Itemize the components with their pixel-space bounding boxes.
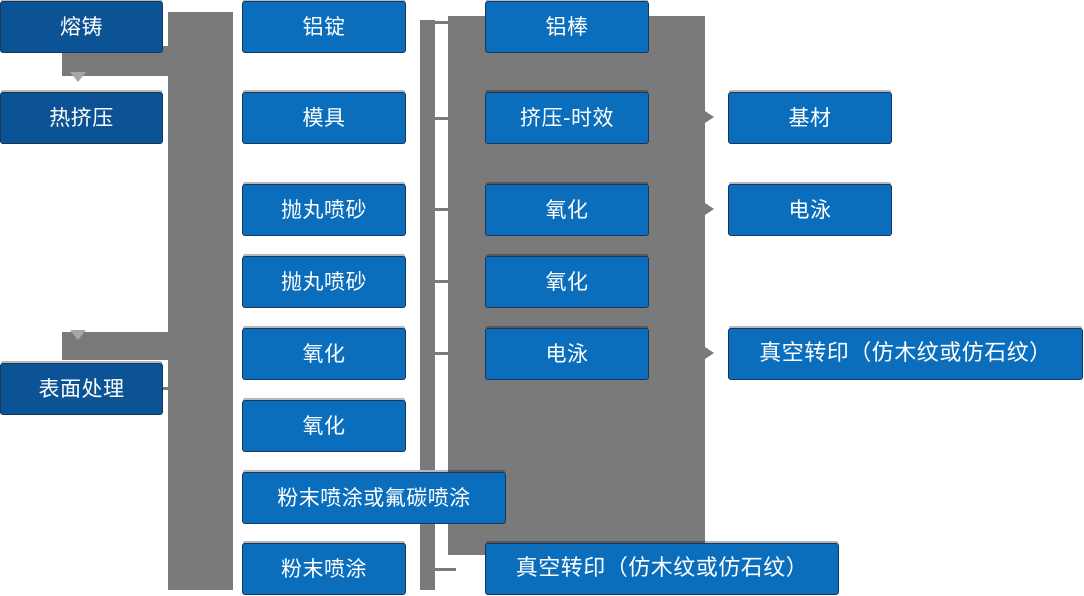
- box-label: 氧化: [545, 197, 589, 222]
- arrow-down-icon-melt-to-extrude: [70, 72, 86, 82]
- box-label: 粉末喷涂: [281, 556, 367, 581]
- arrow-right-icon-to-vacuum-transfer: [705, 347, 714, 359]
- box-label: 热挤压: [49, 105, 114, 130]
- arrow-right-icon-to-substrate: [705, 111, 714, 123]
- box-label: 熔铸: [60, 14, 103, 39]
- box-label: 氧化: [545, 269, 589, 294]
- process-box-oxidation-2[interactable]: 氧化: [242, 400, 406, 452]
- stage-box-surface-treatment[interactable]: 表面处理: [0, 363, 163, 415]
- process-box-oxidation-4[interactable]: 氧化: [485, 256, 649, 308]
- connector-surface-stub: [162, 387, 190, 390]
- process-box-shotblast-sandblast-1[interactable]: 抛丸喷砂: [242, 184, 406, 236]
- process-box-powder-spray[interactable]: 粉末喷涂: [242, 543, 406, 595]
- bus-tick-2: [432, 117, 456, 120]
- process-box-mold[interactable]: 模具: [242, 92, 406, 144]
- output-box-vacuum-transfer-print[interactable]: 真空转印（仿木纹或仿石纹）: [728, 328, 1083, 380]
- box-label: 电泳: [545, 341, 589, 366]
- arrow-right-icon-to-powder-or-fluorocarbon: [222, 491, 233, 505]
- box-label: 氧化: [302, 341, 346, 366]
- box-label: 电泳: [788, 197, 832, 222]
- box-label: 表面处理: [38, 376, 125, 401]
- box-label: 模具: [302, 105, 346, 130]
- arrow-down-icon-extrude-to-surface: [70, 330, 86, 340]
- box-label: 挤压-时效: [519, 105, 615, 130]
- box-label: 抛丸喷砂: [281, 197, 367, 222]
- process-box-shotblast-sandblast-2[interactable]: 抛丸喷砂: [242, 256, 406, 308]
- box-label: 铝棒: [545, 14, 589, 39]
- process-box-aluminum-ingot[interactable]: 铝锭: [242, 1, 406, 53]
- process-box-aluminum-bar[interactable]: 铝棒: [485, 1, 649, 53]
- process-box-electrophoresis-1[interactable]: 电泳: [485, 328, 649, 380]
- bus-tick-5: [432, 352, 456, 355]
- process-box-oxidation-3[interactable]: 氧化: [485, 184, 649, 236]
- arrow-right-icon-to-oxidation-1: [222, 347, 233, 361]
- box-label: 抛丸喷砂: [281, 269, 367, 294]
- arrow-right-icon-to-electrophoresis: [705, 203, 714, 215]
- process-box-oxidation-1[interactable]: 氧化: [242, 328, 406, 380]
- process-box-extrusion-aging[interactable]: 挤压-时效: [485, 92, 649, 144]
- box-label: 粉末喷涂或氟碳喷涂: [277, 485, 471, 510]
- process-box-vacuum-transfer-print-1[interactable]: 真空转印（仿木纹或仿石纹）: [485, 543, 839, 595]
- box-label: 氧化: [302, 413, 346, 438]
- arrow-right-icon-to-mold: [222, 110, 233, 124]
- arrow-right-icon-to-powder-coating: [222, 562, 233, 576]
- box-label: 基材: [788, 105, 832, 130]
- stage-box-melting-casting[interactable]: 熔铸: [0, 1, 163, 53]
- box-label: 真空转印（仿木纹或仿石纹）: [759, 341, 1052, 366]
- bus-tick-3: [432, 208, 456, 211]
- arrow-right-icon-to-aluminum-ingot: [222, 20, 233, 34]
- process-box-powder-or-fluorocarbon-spray[interactable]: 粉末喷涂或氟碳喷涂: [242, 472, 506, 524]
- bus-tick-4: [432, 280, 456, 283]
- stage-box-hot-extrusion[interactable]: 热挤压: [0, 92, 163, 144]
- arrow-right-icon-to-shotblast-2: [222, 275, 233, 289]
- output-box-substrate[interactable]: 基材: [728, 92, 892, 144]
- output-box-electrophoresis[interactable]: 电泳: [728, 184, 892, 236]
- box-label: 铝锭: [302, 14, 346, 39]
- bus-tick-6: [432, 568, 456, 571]
- connector-bus-upper: [420, 20, 435, 470]
- bus-tick-1: [432, 21, 456, 24]
- arrow-right-icon-to-shotblast-1: [222, 203, 233, 217]
- box-label: 真空转印（仿木纹或仿石纹）: [515, 556, 809, 581]
- arrow-right-icon-to-oxidation-2: [222, 419, 233, 433]
